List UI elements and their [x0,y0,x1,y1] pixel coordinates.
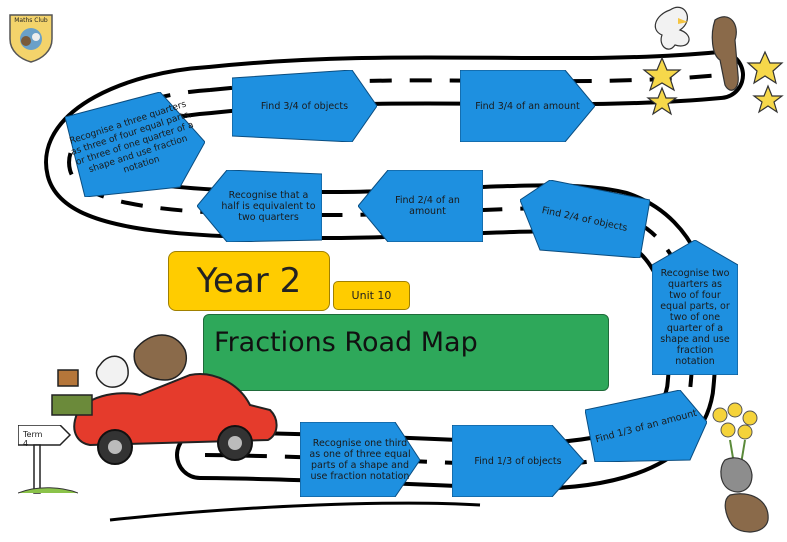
cockatoo-moose-stars-illustration [642,6,784,116]
car-with-characters-illustration [51,334,278,465]
step-sign-find-2-4-amount: Find 2/4 of an amount [358,170,483,242]
heading-box: Fractions Road Map [203,314,609,391]
flowers-characters-illustration [712,402,769,533]
logo-text: Maths Club [14,17,48,24]
step-sign-two-quarters: Recognise two quarters as two of four eq… [652,240,738,375]
step-sign-find-2-4-objects: Find 2/4 of objects [520,180,650,258]
term-label: Term 4 [23,430,43,448]
star-icon [642,56,682,92]
step-sign-3-4-quarters: Recognise a three quarters as three of f… [65,92,205,197]
step-text: Find 3/4 of an amount [475,100,580,112]
step-text: Recognise that a half is equivalent to t… [221,189,316,223]
step-text: Find 2/4 of an amount [395,195,460,217]
step-sign-find-3-4-amount: Find 3/4 of an amount [460,70,595,142]
maths-club-logo: Maths Club [6,5,56,63]
page-heading: Fractions Road Map [214,327,478,358]
step-text: Find 3/4 of objects [260,100,349,112]
year-title: Year 2 [168,251,330,311]
star-icon [746,50,784,85]
star-icon [646,86,678,116]
step-text: Recognise two quarters as two of four eq… [660,268,730,367]
unit-label: Unit 10 [333,281,410,310]
step-sign-find-1-3-amount: Find 1/3 of an amount [585,390,707,462]
star-icon [752,84,784,114]
step-sign-one-third: Recognise one third as one of three equa… [300,422,420,497]
step-text: Find 1/3 of objects [474,455,562,467]
step-sign-find-1-3-objects: Find 1/3 of objects [452,425,584,497]
step-sign-half-two-quarters: Recognise that a half is equivalent to t… [197,170,322,242]
step-text: Recognise one third as one of three equa… [309,437,411,482]
step-sign-find-3-4-objects: Find 3/4 of objects [232,70,377,142]
